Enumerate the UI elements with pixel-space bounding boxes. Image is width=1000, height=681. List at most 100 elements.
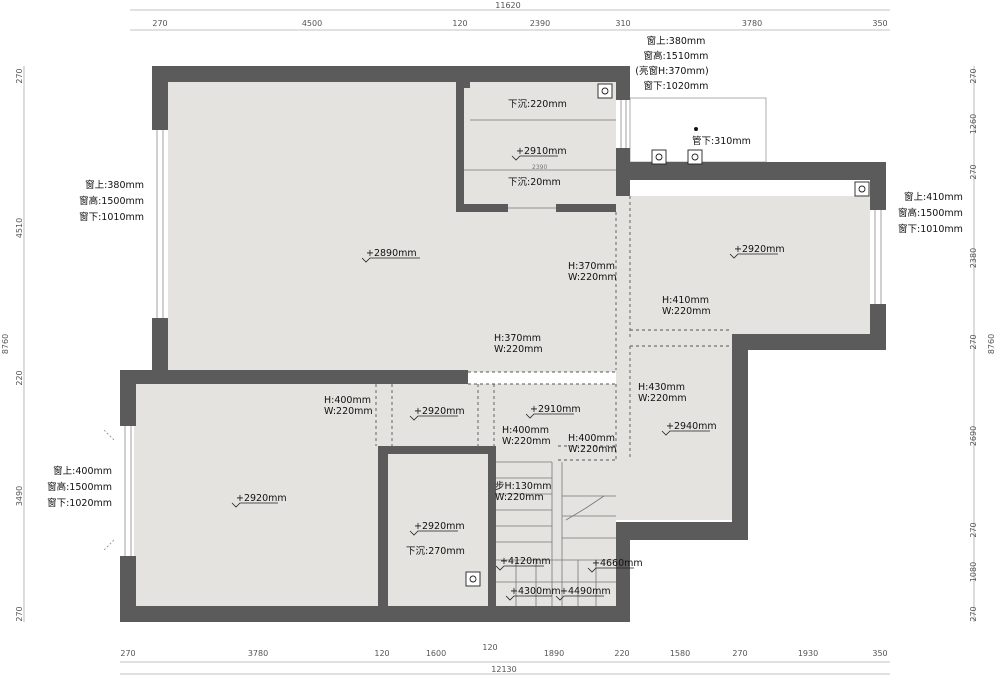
- svg-text:窗下:1010mm: 窗下:1010mm: [79, 211, 144, 223]
- svg-text:窗高:1500mm: 窗高:1500mm: [79, 195, 144, 207]
- svg-text:H:410mm: H:410mm: [662, 295, 709, 306]
- drain-symbols: [465, 83, 870, 587]
- svg-text:W:220mm: W:220mm: [568, 444, 617, 455]
- svg-text:2690: 2690: [969, 426, 978, 446]
- beam-labels: H:370mm W:220mm H:370mm W:220mm H:410mm …: [324, 261, 711, 503]
- window-note-right: 窗上:410mm 窗高:1500mm 窗下:1010mm: [898, 191, 963, 235]
- svg-text:120: 120: [452, 19, 467, 28]
- elevation-markers: [231, 155, 778, 601]
- svg-text:270: 270: [969, 606, 978, 621]
- svg-text:+2920mm: +2920mm: [236, 493, 287, 504]
- svg-text:下沉:220mm: 下沉:220mm: [508, 99, 567, 110]
- pipe-icon: [694, 127, 698, 131]
- svg-text:270: 270: [120, 649, 135, 658]
- svg-text:270: 270: [969, 164, 978, 179]
- svg-text:120: 120: [482, 643, 497, 652]
- svg-text:220: 220: [15, 370, 24, 385]
- svg-text:+2920mm: +2920mm: [414, 521, 465, 532]
- svg-text:H:370mm: H:370mm: [568, 261, 615, 272]
- dimension-lines: [23, 9, 975, 675]
- svg-text:3490: 3490: [15, 486, 24, 506]
- svg-text:2380: 2380: [969, 248, 978, 268]
- room-labels: 下沉:220mm 下沉:20mm 下沉:270mm 管下:310mm 2390: [406, 99, 751, 557]
- bath-lines: [464, 119, 616, 209]
- svg-text:270: 270: [969, 522, 978, 537]
- svg-text:270: 270: [15, 606, 24, 621]
- left-dimensions: 270 4510 220 3490 270 8760: [1, 68, 24, 621]
- svg-text:窗上:410mm: 窗上:410mm: [904, 191, 963, 203]
- svg-text:W:220mm: W:220mm: [638, 393, 687, 404]
- bottom-dimensions: 270 3780 120 1600 120 1890 220 1580 270 …: [120, 643, 887, 674]
- svg-text:1260: 1260: [969, 114, 978, 134]
- svg-text:220: 220: [614, 649, 629, 658]
- svg-text:+2920mm: +2920mm: [734, 244, 785, 255]
- svg-text:3780: 3780: [248, 649, 268, 658]
- svg-text:窗下:1020mm: 窗下:1020mm: [644, 80, 709, 92]
- svg-text:下沉:270mm: 下沉:270mm: [406, 546, 465, 557]
- svg-text:窗高:1500mm: 窗高:1500mm: [898, 207, 963, 219]
- stairs: [496, 461, 616, 606]
- svg-text:+2920mm: +2920mm: [414, 406, 465, 417]
- floor-areas: [134, 82, 870, 608]
- svg-text:4510: 4510: [15, 218, 24, 238]
- svg-text:270: 270: [15, 68, 24, 83]
- svg-text:1580: 1580: [670, 649, 690, 658]
- svg-text:窗上:380mm: 窗上:380mm: [647, 35, 706, 47]
- svg-text:1890: 1890: [544, 649, 564, 658]
- svg-text:+2940mm: +2940mm: [666, 421, 717, 432]
- svg-text:4500: 4500: [302, 19, 322, 28]
- svg-text:2390: 2390: [530, 19, 550, 28]
- svg-text:H:430mm: H:430mm: [638, 382, 685, 393]
- svg-text:窗下:1010mm: 窗下:1010mm: [898, 223, 963, 235]
- top-dimensions: 11620 270 4500 120 2390 310 3780 350: [152, 1, 887, 28]
- left-total: 8760: [1, 334, 10, 354]
- svg-text:窗高:1510mm: 窗高:1510mm: [644, 50, 709, 62]
- svg-text:窗高:1500mm: 窗高:1500mm: [47, 481, 112, 493]
- svg-text:350: 350: [872, 19, 887, 28]
- svg-text:1080: 1080: [969, 562, 978, 582]
- beam-lines: [375, 196, 732, 461]
- window-note-top: 窗上:380mm 窗高:1510mm (亮窗H:370mm) 窗下:1020mm: [635, 35, 708, 92]
- svg-text:(亮窗H:370mm): (亮窗H:370mm): [635, 65, 708, 77]
- svg-text:270: 270: [152, 19, 167, 28]
- svg-text:下沉:20mm: 下沉:20mm: [508, 177, 561, 188]
- svg-text:W:220mm: W:220mm: [324, 406, 373, 417]
- svg-text:+4660mm: +4660mm: [592, 558, 643, 569]
- window-glass: [103, 100, 882, 556]
- svg-text:H:400mm: H:400mm: [324, 395, 371, 406]
- bottom-total: 12130: [491, 665, 516, 674]
- svg-text:310: 310: [615, 19, 630, 28]
- svg-text:H:370mm: H:370mm: [494, 333, 541, 344]
- window-note-left-lower: 窗上:400mm 窗高:1500mm 窗下:1020mm: [47, 465, 112, 509]
- svg-text:+2910mm: +2910mm: [516, 146, 567, 157]
- svg-text:+2890mm: +2890mm: [366, 248, 417, 259]
- right-total: 8760: [987, 334, 996, 354]
- svg-text:1930: 1930: [798, 649, 818, 658]
- right-dimensions: 270 1260 270 2380 270 2690 270 1080 270 …: [969, 68, 996, 621]
- svg-text:2390: 2390: [532, 164, 547, 171]
- svg-text:W:220mm: W:220mm: [495, 492, 544, 503]
- svg-text:1600: 1600: [426, 649, 446, 658]
- svg-text:+4300mm: +4300mm: [510, 586, 561, 597]
- svg-text:120: 120: [374, 649, 389, 658]
- window-note-left-upper: 窗上:380mm 窗高:1500mm 窗下:1010mm: [79, 179, 144, 223]
- svg-text:管下:310mm: 管下:310mm: [692, 135, 751, 147]
- svg-text:350: 350: [872, 649, 887, 658]
- svg-text:+2910mm: +2910mm: [530, 404, 581, 415]
- svg-text:窗下:1020mm: 窗下:1020mm: [47, 497, 112, 509]
- svg-text:W:220mm: W:220mm: [568, 272, 617, 283]
- svg-text:W:220mm: W:220mm: [502, 436, 551, 447]
- svg-text:步H:130mm: 步H:130mm: [495, 481, 552, 492]
- svg-text:+4490mm: +4490mm: [560, 586, 611, 597]
- svg-text:3780: 3780: [742, 19, 762, 28]
- walls: [120, 66, 886, 622]
- svg-text:H:400mm: H:400mm: [568, 433, 615, 444]
- svg-text:270: 270: [969, 334, 978, 349]
- elevation-labels: +2890mm +2910mm +2920mm +2940mm +2920mm …: [236, 146, 785, 597]
- svg-text:270: 270: [732, 649, 747, 658]
- svg-text:+4120mm: +4120mm: [500, 556, 551, 567]
- svg-text:W:220mm: W:220mm: [494, 344, 543, 355]
- svg-text:270: 270: [969, 68, 978, 83]
- svg-text:H:400mm: H:400mm: [502, 425, 549, 436]
